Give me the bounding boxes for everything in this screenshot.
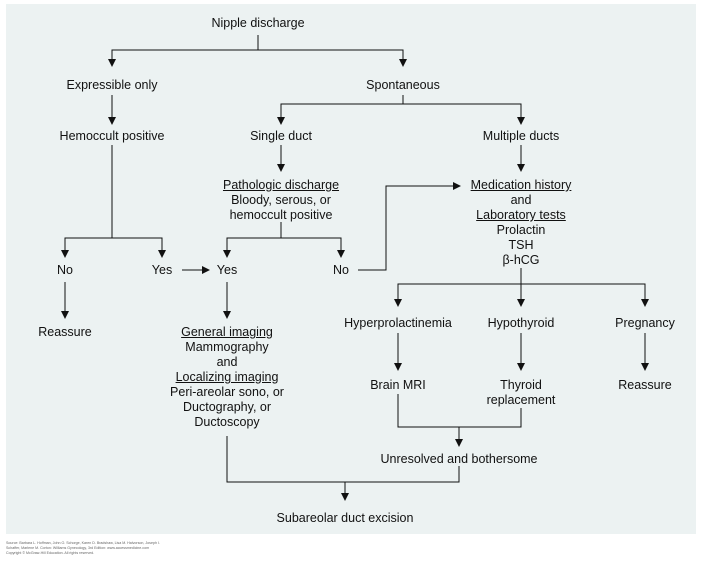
edge-imaging-merge: [226, 436, 349, 501]
node-brain-mri: Brain MRI: [370, 378, 426, 392]
imaging-mammography: Mammography: [185, 340, 269, 354]
edge-to-spontaneous: [258, 49, 407, 67]
edge-mri-merge: [397, 394, 463, 447]
imaging-ductography: Ductography, or: [182, 400, 272, 414]
imaging-ductoscopy: Ductoscopy: [194, 415, 260, 429]
node-hyperprolactinemia: Hyperprolactinemia: [344, 316, 452, 330]
edge-to-mid-no: [281, 237, 345, 258]
node-left-yes: Yes: [151, 263, 173, 277]
node-multiple-ducts: Multiple ducts: [482, 129, 560, 143]
lab-test-tsh: TSH: [508, 238, 534, 252]
node-expressible-only: Expressible only: [66, 78, 158, 92]
pathologic-line1: Bloody, serous, or: [231, 193, 331, 207]
node-reassure-right: Reassure: [618, 378, 672, 392]
node-thyroid-replacement: Thyroid replacement: [487, 378, 556, 408]
node-pathologic-discharge: Pathologic discharge Bloody, serous, or …: [223, 178, 339, 223]
edge-to-left-yes: [112, 237, 166, 258]
node-single-duct: Single duct: [250, 129, 312, 143]
credit-line2: Schaffer, Marlene M. Corton: Williams Gy…: [6, 546, 150, 550]
localizing-imaging-heading: Localizing imaging: [175, 370, 279, 384]
edge-to-pregnancy: [521, 283, 649, 307]
edge-hemoccult-split: [61, 145, 113, 258]
node-pregnancy: Pregnancy: [615, 316, 675, 330]
lab-test-hcg: β-hCG: [502, 253, 540, 267]
imaging-sono: Peri-areolar sono, or: [170, 385, 284, 399]
node-spontaneous: Spontaneous: [366, 78, 440, 92]
edge-to-multiple: [403, 103, 525, 125]
edge-pathologic-split: [223, 222, 282, 258]
edge-unresolved-merge: [345, 466, 460, 483]
node-left-no: No: [57, 263, 73, 277]
source-credit: Source: Barbara L. Hoffman, John O. Scho…: [6, 541, 160, 556]
node-hemoccult-positive: Hemoccult positive: [59, 129, 165, 143]
pathologic-line2: hemoccult positive: [229, 208, 333, 222]
node-reassure-left: Reassure: [38, 325, 92, 339]
imaging-and: and: [216, 355, 238, 369]
flowchart-panel: [6, 4, 696, 534]
node-mid-no: No: [333, 263, 349, 277]
credit-line1: Source: Barbara L. Hoffman, John O. Scho…: [6, 541, 160, 545]
edge-thyroid-merge: [459, 408, 522, 428]
medication-and: and: [510, 193, 532, 207]
thyroid-line1: Thyroid: [500, 378, 542, 392]
general-imaging-heading: General imaging: [181, 325, 273, 339]
node-nipple-discharge: Nipple discharge: [211, 16, 305, 30]
node-unresolved: Unresolved and bothersome: [380, 452, 538, 466]
edge-spontaneous-split: [277, 95, 404, 125]
node-hypothyroid: Hypothyroid: [487, 316, 555, 330]
credit-line3: Copyright © McGraw-Hill Education. All r…: [6, 551, 95, 555]
node-medication-history: Medication history and Laboratory tests …: [471, 178, 572, 268]
lab-test-prolactin: Prolactin: [496, 223, 546, 237]
node-imaging: General imaging Mammography and Localizi…: [170, 325, 284, 430]
pathologic-heading: Pathologic discharge: [222, 178, 340, 192]
edge-medication-split: [394, 268, 522, 307]
node-excision: Subareolar duct excision: [276, 511, 414, 525]
edge-no-to-medication: [358, 182, 461, 271]
edge-discharge-split: [108, 35, 259, 67]
lab-tests-heading: Laboratory tests: [476, 208, 566, 222]
thyroid-line2: replacement: [486, 393, 556, 407]
node-mid-yes: Yes: [216, 263, 238, 277]
medication-heading: Medication history: [470, 178, 572, 192]
